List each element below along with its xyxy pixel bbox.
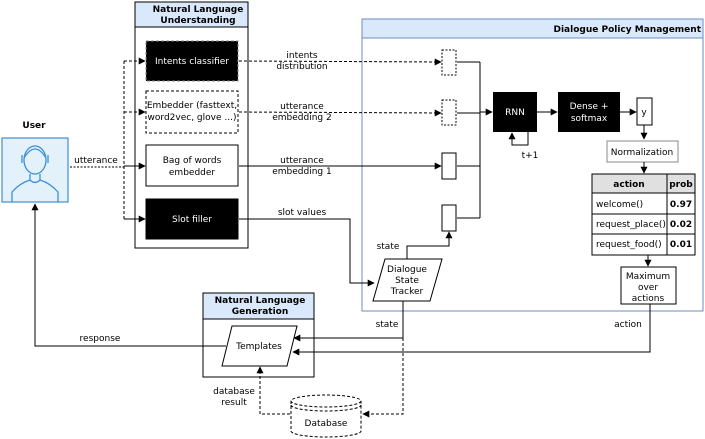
- state-to-database-edge: [362, 338, 404, 418]
- dst-to-input-edge: [406, 231, 453, 259]
- maximum-line2: over: [638, 283, 658, 293]
- user-icon: [11, 145, 59, 202]
- templates-node: Templates: [221, 325, 298, 367]
- dst-line1: Dialogue: [387, 265, 427, 275]
- input-slot-embedding1: [441, 152, 457, 180]
- table-row-action: request_food(): [596, 240, 662, 250]
- table-header-prob: prob: [669, 180, 693, 190]
- y-label: y: [641, 108, 647, 118]
- table-row-prob: 0.97: [670, 200, 692, 210]
- dense-label-line2: softmax: [571, 114, 608, 124]
- action-prob-table: action prob welcome() 0.97 request_place…: [591, 173, 696, 256]
- intents-classifier-label: Intents classifier: [155, 57, 229, 67]
- intents-distribution-line1: intents: [286, 51, 318, 61]
- utterance-embedding1-line2: embedding 1: [272, 167, 331, 177]
- action-edge: [292, 304, 651, 356]
- state-to-nlg-label: state: [376, 320, 399, 330]
- slot-filler-box: Slot filler: [145, 198, 239, 240]
- nlg-title-line1: Natural Language: [215, 296, 306, 306]
- input-slot-embedding2: [441, 99, 457, 126]
- embedder-label-line1: Embedder (fasttext,: [147, 101, 237, 111]
- table-header: [591, 173, 696, 194]
- dst-line2: State: [395, 276, 419, 286]
- t-plus-1-label: t+1: [522, 151, 539, 161]
- dense-softmax-box: Dense + softmax: [558, 92, 620, 132]
- nlu-panel-header: [134, 1, 249, 28]
- inputs-to-rnn-edges: [457, 61, 493, 219]
- state-to-dpm-label: state: [377, 242, 400, 252]
- database-result-line2: result: [221, 398, 247, 408]
- table-row-prob: 0.02: [670, 220, 692, 230]
- maximum-line3: actions: [632, 294, 665, 304]
- nlg-panel-header: [202, 292, 315, 320]
- response-edge: [31, 203, 226, 347]
- dpm-panel-header: [361, 18, 704, 39]
- table-row-action: request_place(): [596, 220, 666, 230]
- nlu-to-dpm-edges: [238, 58, 442, 287]
- input-slot-intents: [441, 49, 457, 76]
- database-result-line1: database: [213, 387, 255, 397]
- user-label: User: [22, 121, 46, 131]
- maximum-line1: Maximum: [626, 272, 670, 282]
- dense-label-line1: Dense +: [570, 102, 609, 112]
- dst-line3: Tracker: [390, 287, 424, 297]
- database-label: Database: [305, 419, 348, 429]
- table-header-action: action: [613, 180, 644, 190]
- nlg-title-line2: Generation: [232, 307, 289, 317]
- utterance-embedding1-line1: utterance: [280, 156, 324, 166]
- utterance-embedding2-line2: embedding 2: [272, 113, 331, 123]
- utterance-embedding2-line1: utterance: [280, 102, 324, 112]
- bag-of-words-box: Bag of words embedder: [145, 144, 239, 187]
- embedder-label-line2: word2vec, glove ...): [148, 113, 237, 123]
- input-slots: [441, 49, 457, 232]
- bow-label-line1: Bag of words: [163, 156, 222, 166]
- bow-label-line2: embedder: [169, 168, 216, 178]
- dialogue-state-tracker: Dialogue State Tracker: [372, 258, 443, 302]
- normalization-box: Normalization: [606, 140, 679, 163]
- nlu-title-line2: Understanding: [160, 16, 235, 26]
- y-output-box: y: [636, 97, 653, 126]
- maximum-over-actions-box: Maximum over actions: [620, 266, 677, 305]
- table-row-action: welcome(): [596, 200, 643, 210]
- slot-values-label: slot values: [278, 208, 327, 218]
- database-node: [290, 394, 362, 438]
- response-label: response: [80, 334, 121, 344]
- input-slot-slots: [441, 204, 457, 232]
- normalization-label: Normalization: [611, 148, 674, 158]
- utterance-edges: [70, 57, 146, 223]
- templates-label: Templates: [235, 342, 282, 352]
- embedder-box: Embedder (fasttext, word2vec, glove ...): [145, 90, 239, 134]
- nlu-title-line1: Natural Language: [153, 5, 244, 15]
- intents-classifier-box: Intents classifier: [145, 40, 239, 82]
- rnn-box: RNN: [493, 92, 537, 132]
- slot-filler-label: Slot filler: [172, 215, 212, 225]
- user-node: User: [1, 121, 69, 203]
- database-result-edge: [256, 366, 290, 415]
- intents-distribution-line2: distribution: [276, 62, 327, 72]
- rnn-recurrence-edge: [508, 132, 529, 146]
- table-row-prob: 0.01: [670, 240, 692, 250]
- dpm-title: Dialogue Policy Management: [553, 25, 701, 35]
- utterance-label: utterance: [74, 156, 118, 166]
- rnn-label: RNN: [505, 108, 525, 118]
- action-label: action: [614, 320, 642, 330]
